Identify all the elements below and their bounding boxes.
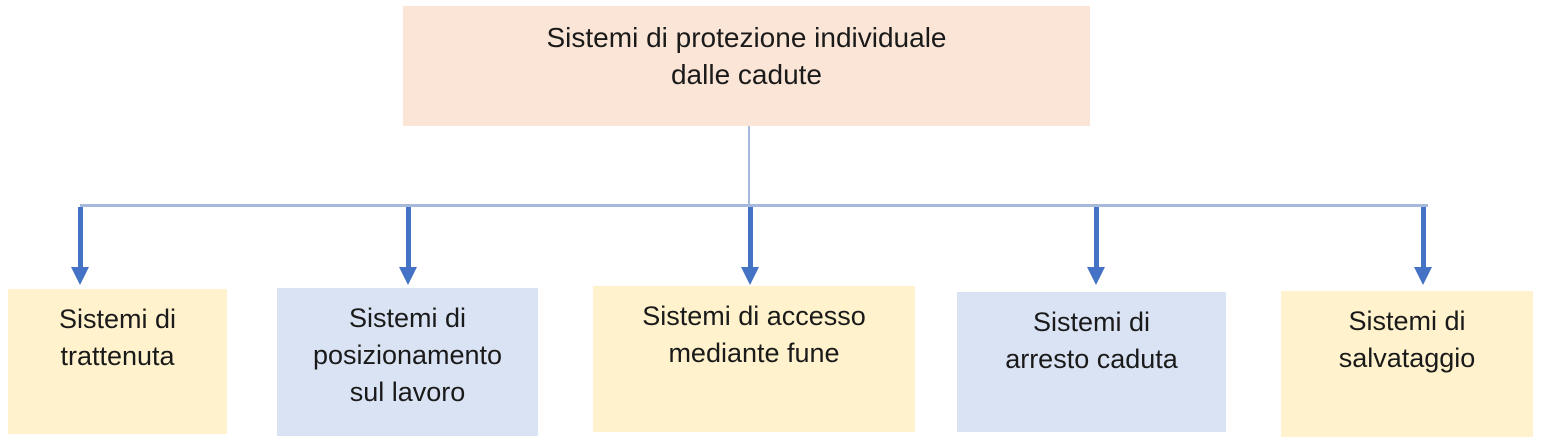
child-node-arresto-caduta: Sistemi di arresto caduta xyxy=(957,292,1226,432)
arrowhead-down-icon xyxy=(740,267,759,285)
child-node-label: Sistemi di accesso mediante fune xyxy=(642,301,866,368)
connector-arrow-5 xyxy=(1413,207,1433,285)
child-node-posizionamento: Sistemi di posizionamento sul lavoro xyxy=(277,288,538,436)
arrow-shaft xyxy=(405,207,411,268)
arrowhead-down-icon xyxy=(70,267,89,285)
arrow-shaft xyxy=(747,207,753,268)
arrow-shaft xyxy=(1420,207,1426,268)
arrow-shaft xyxy=(77,207,83,268)
connector-arrow-4 xyxy=(1086,207,1106,285)
connector-arrow-2 xyxy=(398,207,418,285)
root-stem-line xyxy=(748,126,750,205)
child-node-label: Sistemi di trattenuta xyxy=(58,304,177,371)
root-node-label: Sistemi di protezione individuale dalle … xyxy=(546,22,947,90)
child-node-label: Sistemi di arresto caduta xyxy=(1005,307,1178,374)
arrow-shaft xyxy=(1093,207,1099,268)
root-node: Sistemi di protezione individuale dalle … xyxy=(403,6,1090,126)
connector-arrow-1 xyxy=(70,207,90,285)
child-node-label: Sistemi di posizionamento sul lavoro xyxy=(312,303,503,407)
arrowhead-down-icon xyxy=(398,267,417,285)
connector-arrow-3 xyxy=(740,207,760,285)
child-node-salvataggio: Sistemi di salvataggio xyxy=(1281,291,1533,437)
connector-horizontal-line xyxy=(80,204,1428,207)
child-node-accesso-fune: Sistemi di accesso mediante fune xyxy=(593,286,915,432)
child-node-trattenuta: Sistemi di trattenuta xyxy=(8,289,227,434)
child-node-label: Sistemi di salvataggio xyxy=(1338,306,1476,373)
arrowhead-down-icon xyxy=(1086,267,1105,285)
arrowhead-down-icon xyxy=(1413,267,1432,285)
